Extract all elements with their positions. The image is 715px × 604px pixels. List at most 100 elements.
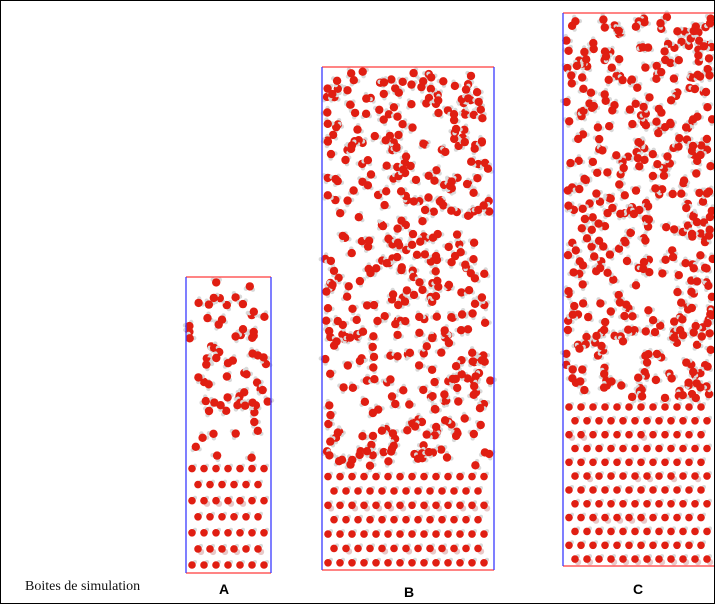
oxygen-atom xyxy=(412,250,422,259)
oxygen-atom xyxy=(476,105,485,114)
oxygen-atom xyxy=(703,417,711,425)
oxygen-atom xyxy=(614,290,623,300)
oxygen-atom xyxy=(578,73,587,82)
oxygen-atom xyxy=(580,385,589,395)
oxygen-atom xyxy=(323,304,333,313)
oxygen-atom xyxy=(330,487,338,495)
oxygen-atom xyxy=(468,530,476,538)
oxygen-atom xyxy=(214,320,223,329)
oxygen-atom xyxy=(330,515,338,524)
oxygen-atom xyxy=(697,458,705,467)
oxygen-atom xyxy=(200,496,208,505)
oxygen-atom xyxy=(223,393,232,402)
oxygen-atom xyxy=(475,404,485,413)
oxygen-atom xyxy=(206,480,214,489)
oxygen-atom xyxy=(372,530,380,538)
oxygen-atom xyxy=(589,38,598,48)
oxygen-atom xyxy=(322,287,331,296)
oxygen-atom xyxy=(637,392,647,401)
oxygen-atom xyxy=(224,529,232,537)
oxygen-atom xyxy=(397,216,406,225)
oxygen-atom xyxy=(685,541,693,550)
oxygen-atom xyxy=(450,544,458,553)
oxygen-atom xyxy=(405,400,414,409)
oxygen-atom xyxy=(185,321,194,331)
oxygen-atom xyxy=(626,228,635,238)
oxygen-atom xyxy=(372,501,380,510)
oxygen-atom xyxy=(322,316,331,325)
oxygen-atom xyxy=(323,84,332,93)
oxygen-atom xyxy=(393,330,402,340)
oxygen-atom xyxy=(582,332,591,342)
oxygen-atom xyxy=(218,545,226,553)
oxygen-atom xyxy=(637,458,645,467)
oxygen-atom xyxy=(328,280,337,290)
oxygen-atom xyxy=(691,393,700,403)
oxygen-atom xyxy=(388,429,398,438)
oxygen-atom xyxy=(396,530,404,538)
oxygen-atom xyxy=(342,544,350,553)
oxygen-atom xyxy=(344,282,353,291)
oxygen-atom xyxy=(390,487,398,495)
oxygen-atom xyxy=(609,275,618,284)
oxygen-atom xyxy=(342,292,352,301)
oxygen-atom xyxy=(329,266,339,275)
oxygen-atom xyxy=(673,486,681,494)
oxygen-atom xyxy=(400,297,410,306)
oxygen-atom xyxy=(202,360,211,369)
oxygen-atom xyxy=(575,184,584,194)
oxygen-atom xyxy=(360,397,370,406)
oxygen-atom xyxy=(365,461,375,470)
oxygen-atom xyxy=(668,252,678,262)
oxygen-atom xyxy=(564,46,573,55)
oxygen-atom xyxy=(703,103,712,112)
oxygen-atom xyxy=(478,114,487,123)
oxygen-atom xyxy=(703,527,711,536)
oxygen-atom xyxy=(600,90,609,99)
oxygen-atom xyxy=(472,88,482,97)
oxygen-atom xyxy=(637,513,645,522)
oxygen-atom xyxy=(684,41,694,51)
oxygen-atom xyxy=(701,87,711,97)
oxygen-atom xyxy=(695,188,704,198)
oxygen-atom xyxy=(607,63,616,72)
oxygen-atom xyxy=(613,541,621,550)
oxygen-atom xyxy=(689,264,698,273)
oxygen-atom xyxy=(673,403,681,411)
oxygen-atom xyxy=(449,110,459,119)
oxygen-atom xyxy=(704,231,714,240)
oxygen-atom xyxy=(419,77,428,86)
oxygen-atom xyxy=(601,541,609,550)
oxygen-atom xyxy=(469,255,478,264)
oxygen-atom xyxy=(637,541,645,550)
oxygen-atom xyxy=(705,19,714,28)
oxygen-atom xyxy=(706,345,714,354)
oxygen-atom xyxy=(409,290,419,300)
oxygen-atom xyxy=(570,301,579,311)
oxygen-atom xyxy=(692,169,701,178)
oxygen-atom xyxy=(347,69,356,78)
oxygen-atom xyxy=(648,171,658,181)
oxygen-atom xyxy=(703,500,711,508)
oxygen-atom xyxy=(368,431,378,441)
oxygen-atom xyxy=(236,496,244,505)
oxygen-atom xyxy=(370,131,379,141)
oxygen-atom xyxy=(390,515,398,524)
oxygen-atom xyxy=(669,74,679,83)
oxygen-atom xyxy=(360,501,368,510)
oxygen-atom xyxy=(402,286,412,295)
oxygen-atom xyxy=(621,238,630,247)
oxygen-atom xyxy=(347,248,356,258)
oxygen-atom xyxy=(454,397,463,406)
oxygen-atom xyxy=(571,555,579,563)
oxygen-atom xyxy=(596,299,605,308)
oxygen-atom xyxy=(631,417,639,425)
oxygen-atom xyxy=(456,472,464,481)
oxygen-atom xyxy=(708,254,714,264)
oxygen-atom xyxy=(462,487,470,495)
oxygen-atom xyxy=(450,81,460,91)
oxygen-atom xyxy=(324,530,332,538)
oxygen-atom xyxy=(597,341,606,351)
oxygen-atom xyxy=(188,561,196,569)
oxygen-atom xyxy=(685,403,693,411)
